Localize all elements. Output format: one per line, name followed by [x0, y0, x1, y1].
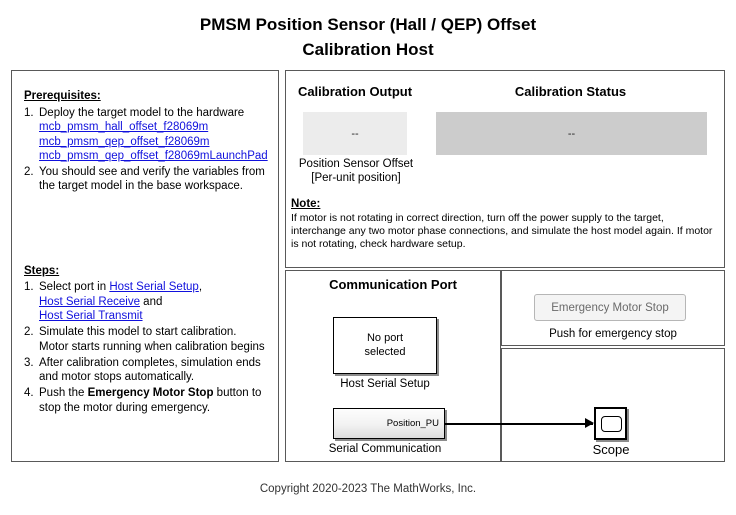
step-item-3: 3. After calibration completes, simulati… — [24, 356, 268, 385]
step-item-3-text: After calibration completes, simulation … — [39, 356, 261, 384]
step-item-1-and: and — [139, 295, 163, 308]
serial-communication-caption: Serial Communication — [328, 443, 442, 455]
prerequisite-model-links: mcb_pmsm_hall_offset_f28069m mcb_pmsm_qe… — [39, 107, 268, 164]
calibration-panel — [285, 70, 725, 268]
calibration-output-heading: Calibration Output — [297, 84, 413, 99]
prerequisite-item-1-text: Deploy the target model to the hardware — [39, 106, 245, 119]
link-mcb-pmsm-qep-offset-f28069m[interactable]: mcb_pmsm_qep_offset_f28069m — [39, 135, 210, 148]
prerequisite-item-2: 2. You should see and verify the variabl… — [24, 165, 268, 194]
signal-line — [445, 423, 593, 425]
step-item-4-bold: Emergency Motor Stop — [87, 387, 214, 399]
step-item-2-text: Simulate this model to start calibration… — [39, 326, 265, 353]
prerequisite-item-2-text: You should see and verify the variables … — [39, 165, 265, 193]
link-host-serial-receive[interactable]: Host Serial Receive — [39, 295, 140, 308]
link-mcb-pmsm-hall-offset-f28069m[interactable]: mcb_pmsm_hall_offset_f28069m — [39, 121, 209, 133]
step-item-3-number: 3. — [24, 356, 34, 369]
step-item-4-prefix: Push the — [39, 387, 88, 399]
link-mcb-pmsm-qep-offset-f28069m-launchpad[interactable]: mcb_pmsm_qep_offset_f28069mLaunchPad — [39, 150, 268, 162]
host-serial-setup-value-line-1: No port — [366, 332, 404, 344]
page-title-line-2: Calibration Host — [302, 40, 434, 59]
scope-panel — [501, 348, 725, 462]
prerequisites-heading: Prerequisites: — [24, 90, 101, 102]
step-item-1-comma: , — [198, 281, 203, 293]
scope-screen-icon — [601, 416, 622, 432]
prerequisite-item-1-number: 1. — [24, 106, 34, 119]
calibration-status-display: -- — [436, 112, 707, 155]
serial-communication-port-label: Position_PU — [386, 417, 439, 429]
prerequisite-item-2-number: 2. — [24, 165, 34, 178]
calibration-output-caption-line-1: Position Sensor Offset — [298, 158, 414, 170]
instructions-panel: Prerequisites: 1. Deploy the target mode… — [11, 70, 279, 462]
step-item-2: 2. Simulate this model to start calibrat… — [24, 325, 268, 354]
prerequisite-item-1: 1. Deploy the target model to the hardwa… — [24, 106, 268, 164]
steps-heading: Steps: — [24, 264, 60, 277]
note-heading: Note: — [291, 198, 321, 210]
steps-list: 1. Select port in Host Serial Setup, Hos… — [24, 280, 268, 415]
step-item-1-prefix: Select port in — [39, 281, 110, 293]
calibration-output-caption-line-2: [Per-unit position] — [311, 172, 401, 184]
host-serial-setup-caption: Host Serial Setup — [340, 378, 430, 390]
scope-caption: Scope — [592, 442, 630, 457]
link-host-serial-setup[interactable]: Host Serial Setup — [109, 281, 199, 293]
note-section: Note: If motor is not rotating in correc… — [291, 198, 715, 251]
emergency-motor-stop-button[interactable]: Emergency Motor Stop — [534, 294, 686, 321]
prerequisites-list: 1. Deploy the target model to the hardwa… — [24, 106, 268, 194]
host-serial-setup-value-line-2: selected — [364, 345, 406, 358]
scope-block[interactable] — [594, 407, 627, 440]
calibration-output-display: -- — [303, 112, 407, 155]
emergency-stop-caption: Push for emergency stop — [549, 328, 677, 340]
serial-communication-block[interactable]: Position_PU — [333, 408, 445, 439]
calibration-status-heading: Calibration Status — [514, 84, 627, 99]
step-item-2-number: 2. — [24, 326, 34, 338]
calibration-output-caption: Position Sensor Offset [Per-unit positio… — [283, 157, 429, 185]
prerequisites-section: Prerequisites: 1. Deploy the target mode… — [24, 89, 268, 194]
signal-arrow-icon — [585, 418, 594, 428]
host-serial-setup-block[interactable]: No port selected — [333, 317, 437, 374]
step-item-4: 4. Push the Emergency Motor Stop button … — [24, 386, 268, 415]
link-host-serial-transmit[interactable]: Host Serial Transmit — [39, 310, 143, 322]
communication-port-heading: Communication Port — [329, 277, 457, 292]
note-text: If motor is not rotating in correct dire… — [291, 212, 713, 250]
step-item-1-number: 1. — [24, 281, 34, 293]
step-item-4-number: 4. — [24, 387, 34, 399]
copyright-text: Copyright 2020-2023 The MathWorks, Inc. — [259, 483, 477, 495]
page-title: PMSM Position Sensor (Hall / QEP) Offset… — [0, 12, 736, 62]
page-title-line-1: PMSM Position Sensor (Hall / QEP) Offset — [199, 15, 537, 34]
steps-section: Steps: 1. Select port in Host Serial Set… — [24, 264, 268, 416]
step-item-1: 1. Select port in Host Serial Setup, Hos… — [24, 280, 268, 324]
step-item-4-suffix: button to stop the motor during emergenc… — [39, 387, 262, 414]
host-serial-setup-value: No port selected — [365, 332, 406, 359]
